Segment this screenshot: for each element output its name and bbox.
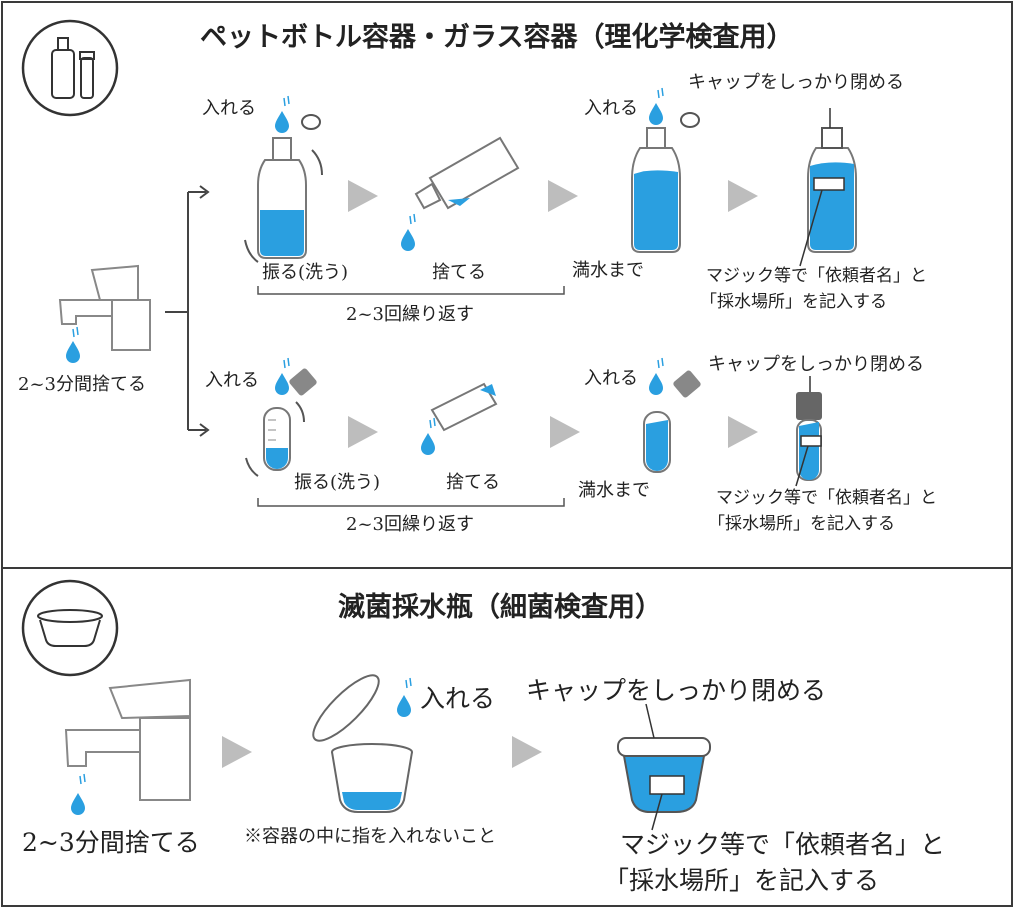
insert-label: 入れる: [205, 370, 259, 391]
capped-bottle: [799, 108, 857, 267]
discard-label: 捨てる: [446, 472, 500, 493]
cap-label: キャップをしっかり閉める: [688, 72, 904, 93]
fill-label: 満水まで: [578, 480, 650, 501]
repeat-label: 2~3回繰り返す: [346, 304, 474, 325]
sterile-cup-icon: [21, 579, 119, 677]
bottle-and-tube-icon: [21, 19, 119, 117]
tube-cap-icon: [289, 368, 317, 396]
cap-icon: [680, 112, 700, 128]
section-sterile: [1, 567, 1013, 907]
tap-caption: 2~3分間捨てる: [22, 828, 200, 857]
note-line2: 「採水場所」を記入する: [604, 866, 880, 895]
insert-label: 入れる: [420, 684, 496, 713]
shake-label: 振る(洗う): [294, 472, 381, 493]
tube-cap-icon: [673, 370, 701, 398]
shake-tube: [245, 401, 305, 477]
pouring-bottle: [414, 136, 520, 210]
branch-bracket: [165, 185, 210, 437]
insert-label: 入れる: [584, 98, 638, 119]
note-line1: マジック等で「依頼者名」と: [716, 488, 937, 508]
full-bottle: [631, 127, 681, 253]
shake-label: 振る(洗う): [262, 262, 349, 283]
note-line1: マジック等で「依頼者名」と: [620, 830, 946, 859]
full-tube: [643, 411, 671, 473]
discard-label: 捨てる: [432, 262, 486, 283]
note-line2: 「採水場所」を記入する: [708, 514, 895, 534]
fill-label: 満水まで: [572, 260, 644, 281]
cap-label: キャップをしっかり閉める: [526, 676, 827, 705]
cap-label: キャップをしっかり閉める: [708, 354, 924, 375]
cap-icon: [301, 114, 321, 130]
note-line1: マジック等で「依頼者名」と: [706, 266, 927, 286]
faucet-icon: [58, 264, 151, 351]
pouring-tube: [430, 382, 498, 432]
section2-title: 滅菌採水瓶（細菌検査用）: [338, 592, 662, 623]
capped-tube: [795, 376, 822, 487]
capped-sterile-cup: [617, 703, 711, 831]
repeat-bracket: [257, 286, 565, 295]
faucet-icon: [64, 678, 191, 801]
shake-bottle: [244, 137, 323, 263]
section1-title: ペットボトル容器・ガラス容器（理化学検査用）: [200, 22, 794, 53]
repeat-bracket: [257, 498, 565, 507]
open-sterile-cup: [312, 674, 413, 813]
note-line2: 「採水場所」を記入する: [700, 292, 887, 312]
insert-label: 入れる: [202, 98, 256, 119]
repeat-label: 2~3回繰り返す: [346, 514, 474, 535]
tap-caption: 2~3分間捨てる: [18, 374, 146, 395]
insert-label: 入れる: [584, 368, 638, 389]
warning-note: ※容器の中に指を入れないこと: [244, 826, 496, 847]
